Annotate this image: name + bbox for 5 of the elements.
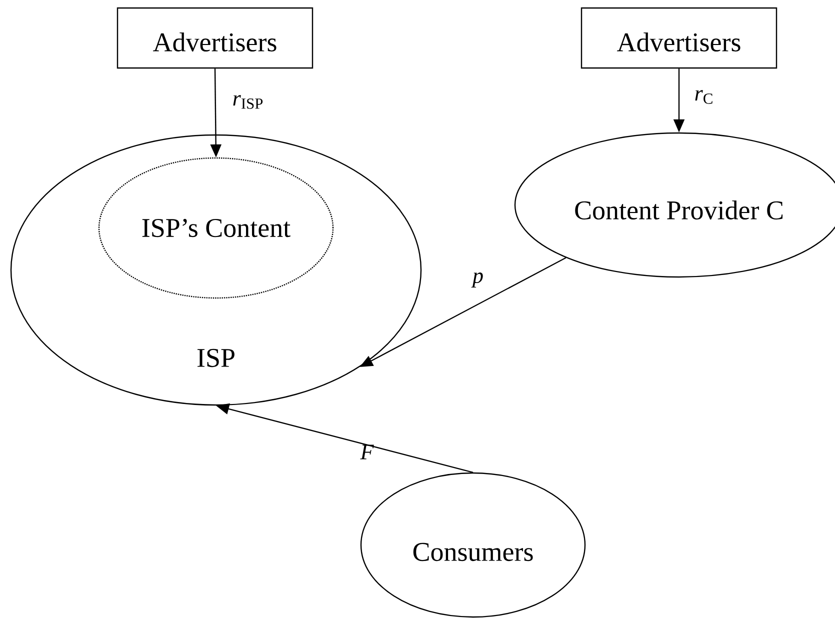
advertiser-box: Advertisers (580, 7, 778, 69)
edge-label: p (471, 272, 483, 288)
edge-label: r$_{ISP}$ (233, 95, 263, 109)
advertiser-box: Advertisers (116, 7, 314, 69)
edge-label: r$_{C}$ (695, 90, 712, 104)
